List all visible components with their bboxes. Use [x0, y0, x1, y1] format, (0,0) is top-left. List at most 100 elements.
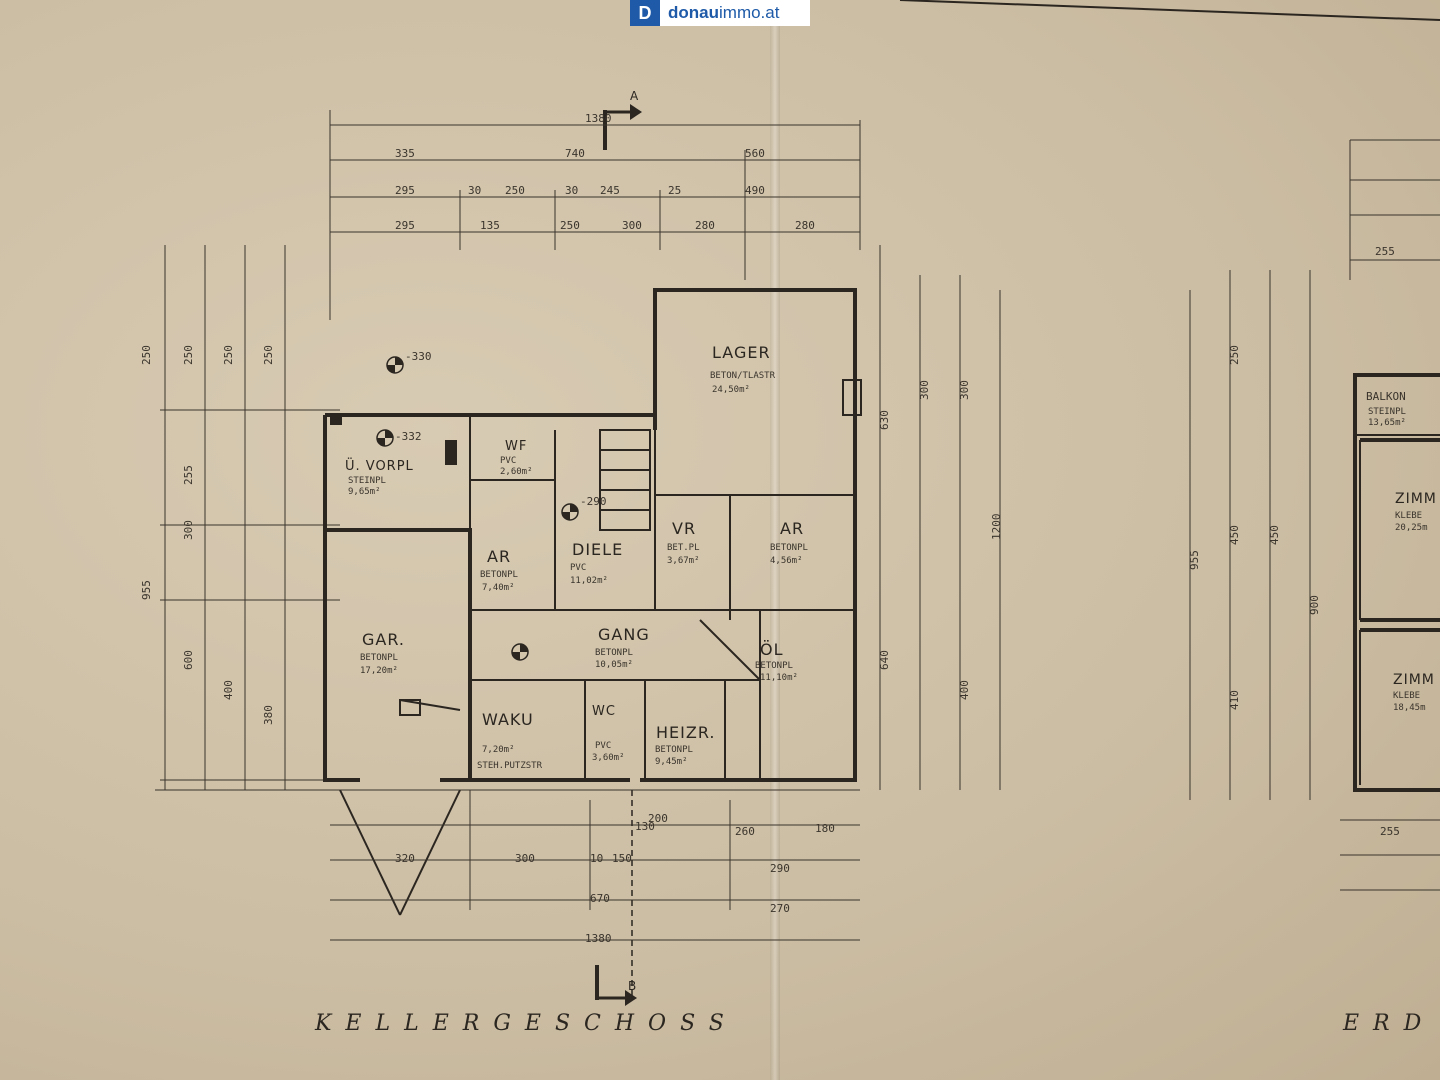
dim-bottom-r2-3: 150: [612, 852, 632, 865]
room-gang-name: GANG: [598, 625, 650, 644]
logo-brand-light: immo.at: [719, 3, 780, 22]
room-wc-area: 3,60m²: [592, 753, 625, 763]
right-partial-plan: 255 955 255 450 450 900 410 250 BALKON S…: [1188, 139, 1440, 891]
room-gar-area: 17,20m²: [360, 666, 398, 676]
dim-rp-6: 410: [1228, 690, 1241, 710]
room-zimmer2-area: 18,45m: [1393, 703, 1426, 713]
room-gar: GAR. BETONPL 17,20m²: [360, 630, 404, 676]
dim-bottom-total: 1380: [585, 932, 612, 945]
dim-bottom-r2-1: 300: [515, 852, 535, 865]
dim-rp-2: 255: [1380, 825, 1400, 838]
room-ol-area: 11,10m²: [760, 673, 798, 683]
room-ar2-name: AR: [780, 519, 804, 538]
room-waku-name: WAKU: [482, 710, 534, 729]
dim-bottom-r1-2: 260: [735, 825, 755, 838]
room-ar2-sub: BETONPL: [770, 543, 808, 553]
room-ar1-sub: BETONPL: [480, 570, 518, 580]
building-walls: [323, 288, 862, 916]
room-lager-sub: BETON/TLASTR: [710, 371, 776, 381]
room-heizr: HEIZR. BETONPL 9,45m²: [655, 723, 714, 767]
room-wf-name: WF: [505, 439, 527, 454]
room-balkon-area: 13,65m²: [1368, 418, 1406, 428]
dim-top-r3-0: 295: [395, 219, 415, 232]
section-marker-b: B: [595, 790, 637, 1006]
dim-top-r3-1: 135: [480, 219, 500, 232]
room-gang-sub: BETONPL: [595, 648, 633, 658]
room-diele: DIELE PVC 11,02m²: [570, 540, 623, 586]
dim-right-5: 1200: [990, 514, 1003, 541]
bottom-dimension-lines: 130 200 260 180 320 300 10 150 290 670 2…: [155, 789, 860, 945]
dim-bottom-r1-3: 180: [815, 822, 835, 835]
room-waku-sub: STEH.PUTZSTR: [477, 761, 543, 771]
top-dimension-lines: 1380 335 740 560 295 30 250 30 245 25 49…: [329, 110, 861, 320]
room-vr-sub: BET.PL: [667, 543, 700, 553]
elevation-markers: -330 -332 -290: [376, 350, 607, 661]
right-dimension-lines: 630 300 300 640 400 1200: [878, 245, 1003, 790]
left-dimension-lines: 250 250 250 250 255 300 955 600 400 380: [140, 245, 340, 790]
room-vr-name: VR: [672, 519, 696, 538]
dim-top-r2-1: 30: [468, 184, 481, 197]
room-ar2-area: 4,56m²: [770, 556, 803, 566]
dim-top-total: 1380: [585, 112, 612, 125]
dim-right-2: 300: [958, 380, 971, 400]
room-ol-sub: BETONPL: [755, 661, 793, 671]
dim-bottom-r2-0: 320: [395, 852, 415, 865]
room-diele-sub: PVC: [570, 563, 586, 573]
dim-top-r2-6: 490: [745, 184, 765, 197]
room-zimmer1-area: 20,25m: [1395, 523, 1428, 533]
dim-bottom-r1-0: 130: [635, 820, 655, 833]
room-ar2: AR BETONPL 4,56m²: [770, 519, 808, 566]
top-border-line: [899, 0, 1440, 21]
elev-mark-0: -330: [405, 350, 432, 363]
dim-left-0: 250: [140, 345, 153, 365]
room-vorpl: Ü. VORPL STEINPL 9,65m²: [345, 457, 414, 497]
room-gang-area: 10,05m²: [595, 660, 633, 670]
dim-rp-4: 450: [1268, 525, 1281, 545]
caption-erd: ERD: [1342, 1011, 1435, 1036]
room-gang: GANG BETONPL 10,05m²: [595, 625, 650, 670]
room-vorpl-name: Ü. VORPL: [345, 457, 414, 474]
room-zimmer1-name: ZIMM: [1395, 491, 1437, 507]
dim-rp-0: 255: [1375, 245, 1395, 258]
dim-bottom-r2-4: 290: [770, 862, 790, 875]
dim-top-r2-2: 250: [505, 184, 525, 197]
dim-top-r1-2: 560: [745, 147, 765, 160]
room-lager: LAGER BETON/TLASTR 24,50m²: [710, 343, 776, 395]
room-diele-name: DIELE: [572, 540, 623, 559]
elev-mark-1: -332: [395, 430, 422, 443]
dim-right-4: 400: [958, 680, 971, 700]
dim-left-3: 250: [262, 345, 275, 365]
dim-bottom-r3-1: 270: [770, 902, 790, 915]
dim-rp-3: 450: [1228, 525, 1241, 545]
dim-bottom-r2-2: 10: [590, 852, 603, 865]
dim-right-1: 300: [918, 380, 931, 400]
dim-left-2: 250: [222, 345, 235, 365]
dim-top-r1-0: 335: [395, 147, 415, 160]
room-zimmer1-sub: KLEBE: [1395, 511, 1422, 521]
room-zimmer2-name: ZIMM: [1393, 672, 1435, 688]
dim-left-8: 955: [140, 580, 153, 600]
room-heizr-area: 9,45m²: [655, 757, 688, 767]
dim-rp-1: 955: [1188, 550, 1201, 570]
room-ar1-area: 7,40m²: [482, 583, 515, 593]
logo-mark-icon: D: [630, 0, 660, 26]
section-a-label: A: [630, 89, 639, 103]
dim-left-7: 400: [222, 680, 235, 700]
dim-rp-7: 250: [1228, 345, 1241, 365]
room-balkon-sub: STEINPL: [1368, 407, 1406, 417]
logo-brand-bold: donau: [668, 3, 719, 22]
room-wf-area: 2,60m²: [500, 467, 533, 477]
room-wc-name: WC: [592, 704, 616, 719]
elev-mark-2: -290: [580, 495, 607, 508]
room-wf: WF PVC 2,60m²: [500, 439, 533, 477]
dim-left-10: 380: [262, 705, 275, 725]
dim-top-r3-2: 250: [560, 219, 580, 232]
room-vorpl-area: 9,65m²: [348, 487, 381, 497]
dim-left-5: 255: [182, 465, 195, 485]
room-diele-area: 11,02m²: [570, 576, 608, 586]
room-ar1-name: AR: [487, 547, 511, 566]
dim-left-1: 250: [182, 345, 195, 365]
paper-fold: [770, 0, 780, 1080]
dim-left-6: 300: [182, 520, 195, 540]
